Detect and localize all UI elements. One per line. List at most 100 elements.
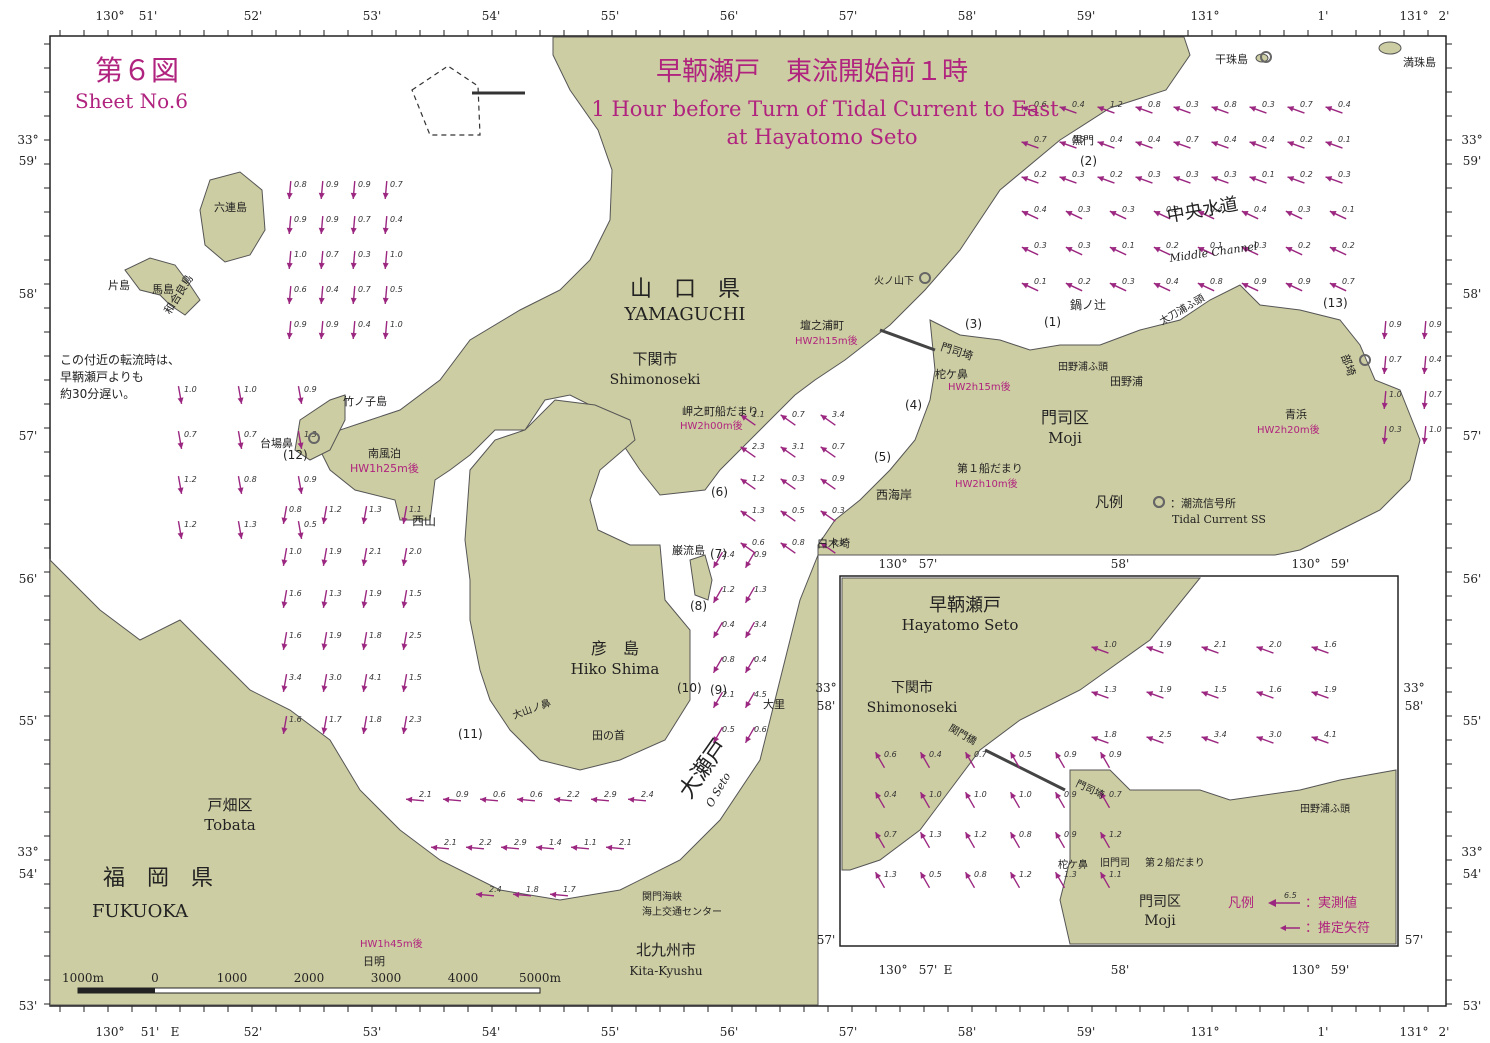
current-speed-label: 0.3 [1148, 170, 1161, 179]
place-label: 満珠島 [1403, 55, 1436, 69]
current-speed-label: 0.1 [1338, 135, 1351, 144]
island-hikoshima-jp: 彦 島 [591, 639, 639, 658]
current-arrowhead [318, 262, 325, 269]
inset-land-shimonoseki [841, 577, 1202, 871]
place-label: HW2h20m後 [1257, 423, 1320, 436]
current-arrowhead [1287, 106, 1295, 112]
current-speed-label: 2.1 [419, 790, 432, 799]
current-arrowhead [875, 752, 882, 759]
place-label: (12) [283, 448, 308, 462]
current-speed-label: 0.9 [294, 320, 307, 329]
current-speed-label: 0.3 [1389, 425, 1402, 434]
current-speed-label: 0.9 [304, 475, 317, 484]
current-speed-label: 0.7 [1342, 277, 1356, 286]
current-speed-label: 0.2 [1034, 170, 1047, 179]
graticule-label: 52' [244, 1025, 263, 1039]
current-arrowhead [1021, 106, 1029, 112]
current-speed-label: 0.3 [1122, 205, 1135, 214]
land-ganryujima [689, 554, 713, 601]
current-arrowhead [1091, 736, 1099, 742]
current-speed-label: 0.9 [1064, 830, 1077, 839]
graticule-label: 51' [139, 9, 158, 23]
current-speed-label: 3.0 [329, 673, 342, 682]
current-speed-label: 0.5 [304, 520, 317, 529]
current-speed-label: 1.9 [1159, 640, 1172, 649]
place-label: (4) [905, 398, 922, 412]
current-speed-label: 0.1 [1342, 205, 1355, 214]
current-speed-label: 0.6 [752, 538, 765, 547]
current-speed-label: 0.8 [294, 180, 307, 189]
current-arrowhead [1146, 691, 1154, 697]
inset-graticule-label: 58' [817, 699, 836, 713]
current-arrowhead [1241, 247, 1249, 253]
current-speed-label: 3.4 [289, 673, 302, 682]
graticule-label: 56' [720, 9, 739, 23]
tidal-signal-station-icon [919, 272, 931, 284]
graticule-label: 53' [19, 999, 38, 1013]
current-speed-label: 2.0 [409, 547, 422, 556]
graticule-label: 59' [19, 154, 38, 168]
current-speed-label: 2.1 [444, 838, 457, 847]
current-arrowhead [1010, 752, 1017, 759]
current-speed-label: 1.2 [329, 505, 342, 514]
current-arrowhead [401, 643, 408, 650]
city-kitakyushu-en: Kita-Kyushu [629, 964, 702, 978]
city-shimonoseki-en: Shimonoseki [610, 372, 701, 388]
current-arrowhead [237, 487, 244, 494]
current-speed-label: 3.1 [792, 442, 805, 451]
graticule-label: 2' [1439, 9, 1450, 23]
current-speed-label: 2.4 [722, 550, 735, 559]
current-speed-label: 1.9 [1324, 685, 1337, 694]
current-speed-label: 1.2 [1019, 870, 1032, 879]
current-arrowhead [361, 559, 368, 566]
current-arrowhead [281, 643, 288, 650]
current-arrowhead [740, 478, 748, 485]
current-speed-label: 0.1 [1122, 241, 1135, 250]
tidal-signal-station-icon [308, 432, 320, 444]
current-speed-label: 0.5 [722, 725, 735, 734]
current-speed-label: 0.4 [358, 320, 371, 329]
current-arrowhead [177, 532, 184, 539]
current-arrowhead [361, 727, 368, 734]
current-speed-label: 1.3 [369, 505, 382, 514]
place-label: 馬島 [152, 282, 174, 296]
current-speed-label: 1.4 [549, 838, 562, 847]
current-speed-label: 0.4 [929, 750, 942, 759]
ward-tobata-jp: 戸畑区 [207, 796, 252, 814]
current-arrowhead [321, 685, 328, 692]
current-arrowhead [1097, 106, 1105, 112]
city-shimonoseki-jp: 下関市 [632, 350, 677, 368]
current-speed-label: 0.3 [792, 474, 805, 483]
current-arrowhead [1100, 752, 1107, 759]
current-arrowhead [820, 446, 828, 453]
graticule-label: 53' [363, 1025, 382, 1039]
scale-label: 5000m [519, 971, 562, 985]
current-speed-label: 1.9 [329, 547, 342, 556]
current-arrowhead [401, 559, 408, 566]
current-arrowhead [401, 517, 408, 524]
place-label: (7) [710, 547, 727, 561]
current-arrowhead [875, 872, 882, 879]
ward-tobata-en: Tobata [204, 816, 255, 834]
current-speed-label: 0.6 [754, 725, 767, 734]
current-arrowhead [401, 727, 408, 734]
current-speed-label: 2.0 [1269, 640, 1282, 649]
current-arrowhead [745, 561, 752, 568]
current-arrowhead [1421, 332, 1428, 339]
current-arrowhead [1097, 176, 1105, 182]
current-speed-label: 0.3 [832, 506, 845, 515]
sheet-number-en: Sheet No.6 [75, 89, 188, 113]
title-en-line1: 1 Hour before Turn of Tidal Current to E… [591, 97, 1059, 121]
inset-graticule-label: 57' [1405, 933, 1424, 947]
inset-legend-observed: ：実測値 [1305, 895, 1357, 911]
current-speed-label: 0.5 [792, 506, 805, 515]
place-label: HW1h25m後 [350, 461, 419, 475]
current-arrowhead [177, 397, 184, 404]
current-speed-label: 2.2 [567, 790, 580, 799]
graticule-label: E [171, 1025, 180, 1039]
current-arrowhead [1065, 247, 1073, 253]
current-speed-label: 2.1 [369, 547, 382, 556]
current-arrowhead [1109, 283, 1117, 289]
inset-legend-title: 凡例 [1228, 896, 1254, 911]
current-arrowhead [1287, 141, 1295, 147]
